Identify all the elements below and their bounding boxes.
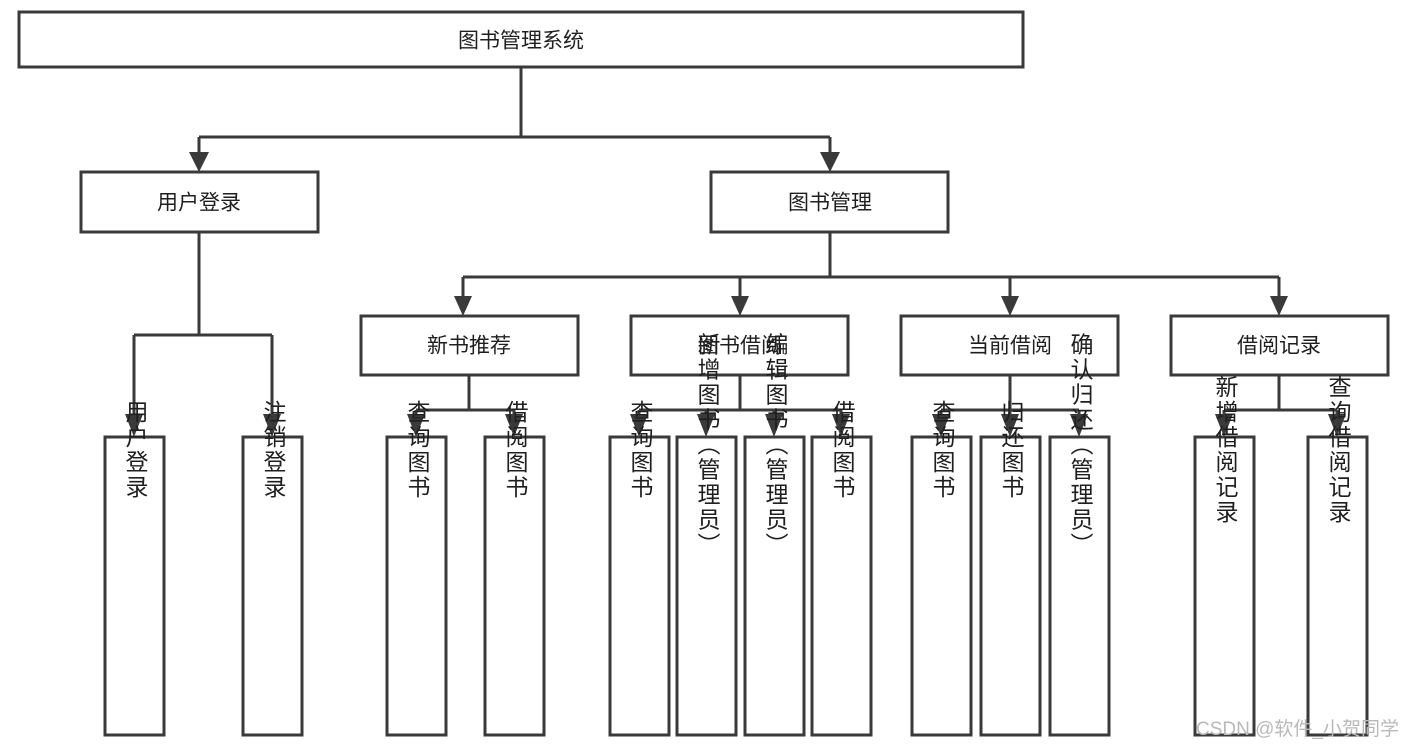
node-borrow-record-label: 借阅记录 [1237, 335, 1321, 358]
node-new-book-recommend-box[interactable] [359, 314, 580, 377]
node-root-label: 图书管理系统 [458, 30, 584, 53]
node-leaf-logout[interactable]: 注销登录 [241, 400, 304, 737]
node-user-login-label: 用户登录 [157, 192, 241, 215]
node-leaf-nbr-query-book[interactable]: 查询图书 [385, 400, 448, 737]
node-leaf-nbr-borrow-book-label: 借阅图书 [502, 400, 529, 500]
node-leaf-cb-return-book-box[interactable] [979, 435, 1042, 737]
node-user-login[interactable]: 用户登录 [79, 170, 320, 234]
node-leaf-cb-confirm-return-box[interactable] [1048, 435, 1111, 737]
node-leaf-cb-confirm-return-label: 确认归还（管理员） [1067, 333, 1094, 558]
node-borrow-record[interactable]: 借阅记录 [1169, 314, 1390, 377]
node-leaf-br-query-record[interactable]: 查询借阅记录 [1306, 375, 1369, 737]
watermark-text: CSDN @软件_小贺同学 [1196, 719, 1399, 740]
node-leaf-bb-edit-book-label: 编辑图书（管理员） [762, 333, 789, 558]
node-root-box[interactable] [17, 10, 1025, 69]
node-leaf-bb-add-book-label: 新增图书（管理员） [694, 333, 721, 558]
node-leaf-bb-query-book-box[interactable] [608, 435, 671, 737]
arrow-head-icon-leaf-n2 [505, 414, 523, 437]
arrow-head-icon-leaf-u2 [263, 414, 281, 437]
arrow-head-icon-leaf-c2 [1001, 414, 1019, 437]
node-leaf-br-add-record-label: 新增借阅记录 [1212, 375, 1239, 525]
node-new-book-recommend[interactable]: 新书推荐 [359, 314, 580, 377]
node-leaf-br-query-record-box[interactable] [1306, 435, 1369, 737]
node-leaf-logout-box[interactable] [241, 435, 304, 737]
node-leaf-br-add-record[interactable]: 新增借阅记录 [1193, 375, 1256, 737]
arrow-head-icon-leaf-n1 [407, 414, 425, 437]
node-current-borrow-box[interactable] [899, 314, 1120, 377]
node-leaf-cb-query-book-label: 查询图书 [929, 400, 956, 500]
arrow-head-icon-leaf-r2 [1328, 414, 1346, 437]
node-leaf-cb-query-book[interactable]: 查询图书 [910, 400, 973, 737]
node-leaf-user-login[interactable]: 用户登录 [103, 400, 166, 737]
node-leaf-bb-edit-book-box[interactable] [743, 435, 806, 737]
connector-layer [125, 67, 1346, 437]
node-leaf-br-query-record-label: 查询借阅记录 [1325, 375, 1352, 525]
node-book-borrow-label: 图书借阅 [698, 335, 782, 358]
arrow-head-icon-leaf-b2 [697, 414, 715, 437]
arrow-head-icon-bookmgmt [820, 152, 840, 172]
node-current-borrow-label: 当前借阅 [968, 335, 1052, 358]
node-new-book-recommend-label: 新书推荐 [427, 335, 511, 358]
node-leaf-nbr-borrow-book[interactable]: 借阅图书 [483, 400, 546, 737]
node-leaf-bb-borrow-book-label: 借阅图书 [829, 400, 856, 500]
arrow-head-icon-leaf-r1 [1215, 414, 1233, 437]
node-root-book-management-system[interactable]: 图书管理系统 [17, 10, 1025, 69]
node-leaf-cb-confirm-return[interactable]: 确认归还（管理员） [1048, 333, 1111, 737]
node-leaf-nbr-borrow-book-box[interactable] [483, 435, 546, 737]
node-leaf-cb-return-book[interactable]: 归还图书 [979, 400, 1042, 737]
arrow-head-icon-leaf-u1 [125, 414, 143, 437]
arrow-head-icon-l3-1 [454, 296, 472, 316]
arrow-head-icon-leaf-c1 [932, 414, 950, 437]
arrow-head-icon-leaf-b4 [832, 414, 850, 437]
node-leaf-bb-edit-book[interactable]: 编辑图书（管理员） [743, 333, 806, 737]
arrow-head-icon-userlogin [189, 152, 209, 172]
arrow-head-icon-l3-4 [1270, 296, 1288, 316]
node-leaf-user-login-label: 用户登录 [122, 400, 149, 500]
node-leaf-bb-borrow-book-box[interactable] [810, 435, 873, 737]
node-leaf-bb-query-book-label: 查询图书 [627, 400, 654, 500]
node-leaf-br-add-record-box[interactable] [1193, 435, 1256, 737]
node-book-borrow[interactable]: 图书借阅 [629, 314, 850, 377]
arrow-head-icon-l3-3 [1001, 296, 1019, 316]
node-book-borrow-box[interactable] [629, 314, 850, 377]
node-leaf-nbr-query-book-label: 查询图书 [404, 400, 431, 500]
node-leaf-logout-label: 注销登录 [260, 400, 287, 500]
node-leaf-bb-query-book[interactable]: 查询图书 [608, 400, 671, 737]
node-book-management-label: 图书管理 [788, 192, 872, 215]
arrow-head-icon-l3-2 [731, 296, 749, 316]
arrow-head-icon-leaf-c3 [1070, 414, 1088, 437]
node-user-login-box[interactable] [79, 170, 320, 234]
node-book-management-box[interactable] [709, 170, 950, 234]
arrow-head-icon-leaf-b3 [765, 414, 783, 437]
node-borrow-record-box[interactable] [1169, 314, 1390, 377]
node-leaf-nbr-query-book-box[interactable] [385, 435, 448, 737]
node-leaf-bb-add-book-box[interactable] [675, 435, 738, 737]
node-leaf-cb-query-book-box[interactable] [910, 435, 973, 737]
node-leaf-user-login-box[interactable] [103, 435, 166, 737]
node-leaf-bb-add-book[interactable]: 新增图书（管理员） [675, 333, 738, 737]
node-leaf-cb-return-book-label: 归还图书 [998, 400, 1025, 500]
node-leaf-bb-borrow-book[interactable]: 借阅图书 [810, 400, 873, 737]
arrow-head-icon-leaf-b1 [630, 414, 648, 437]
node-book-management[interactable]: 图书管理 [709, 170, 950, 234]
node-current-borrow[interactable]: 当前借阅 [899, 314, 1120, 377]
